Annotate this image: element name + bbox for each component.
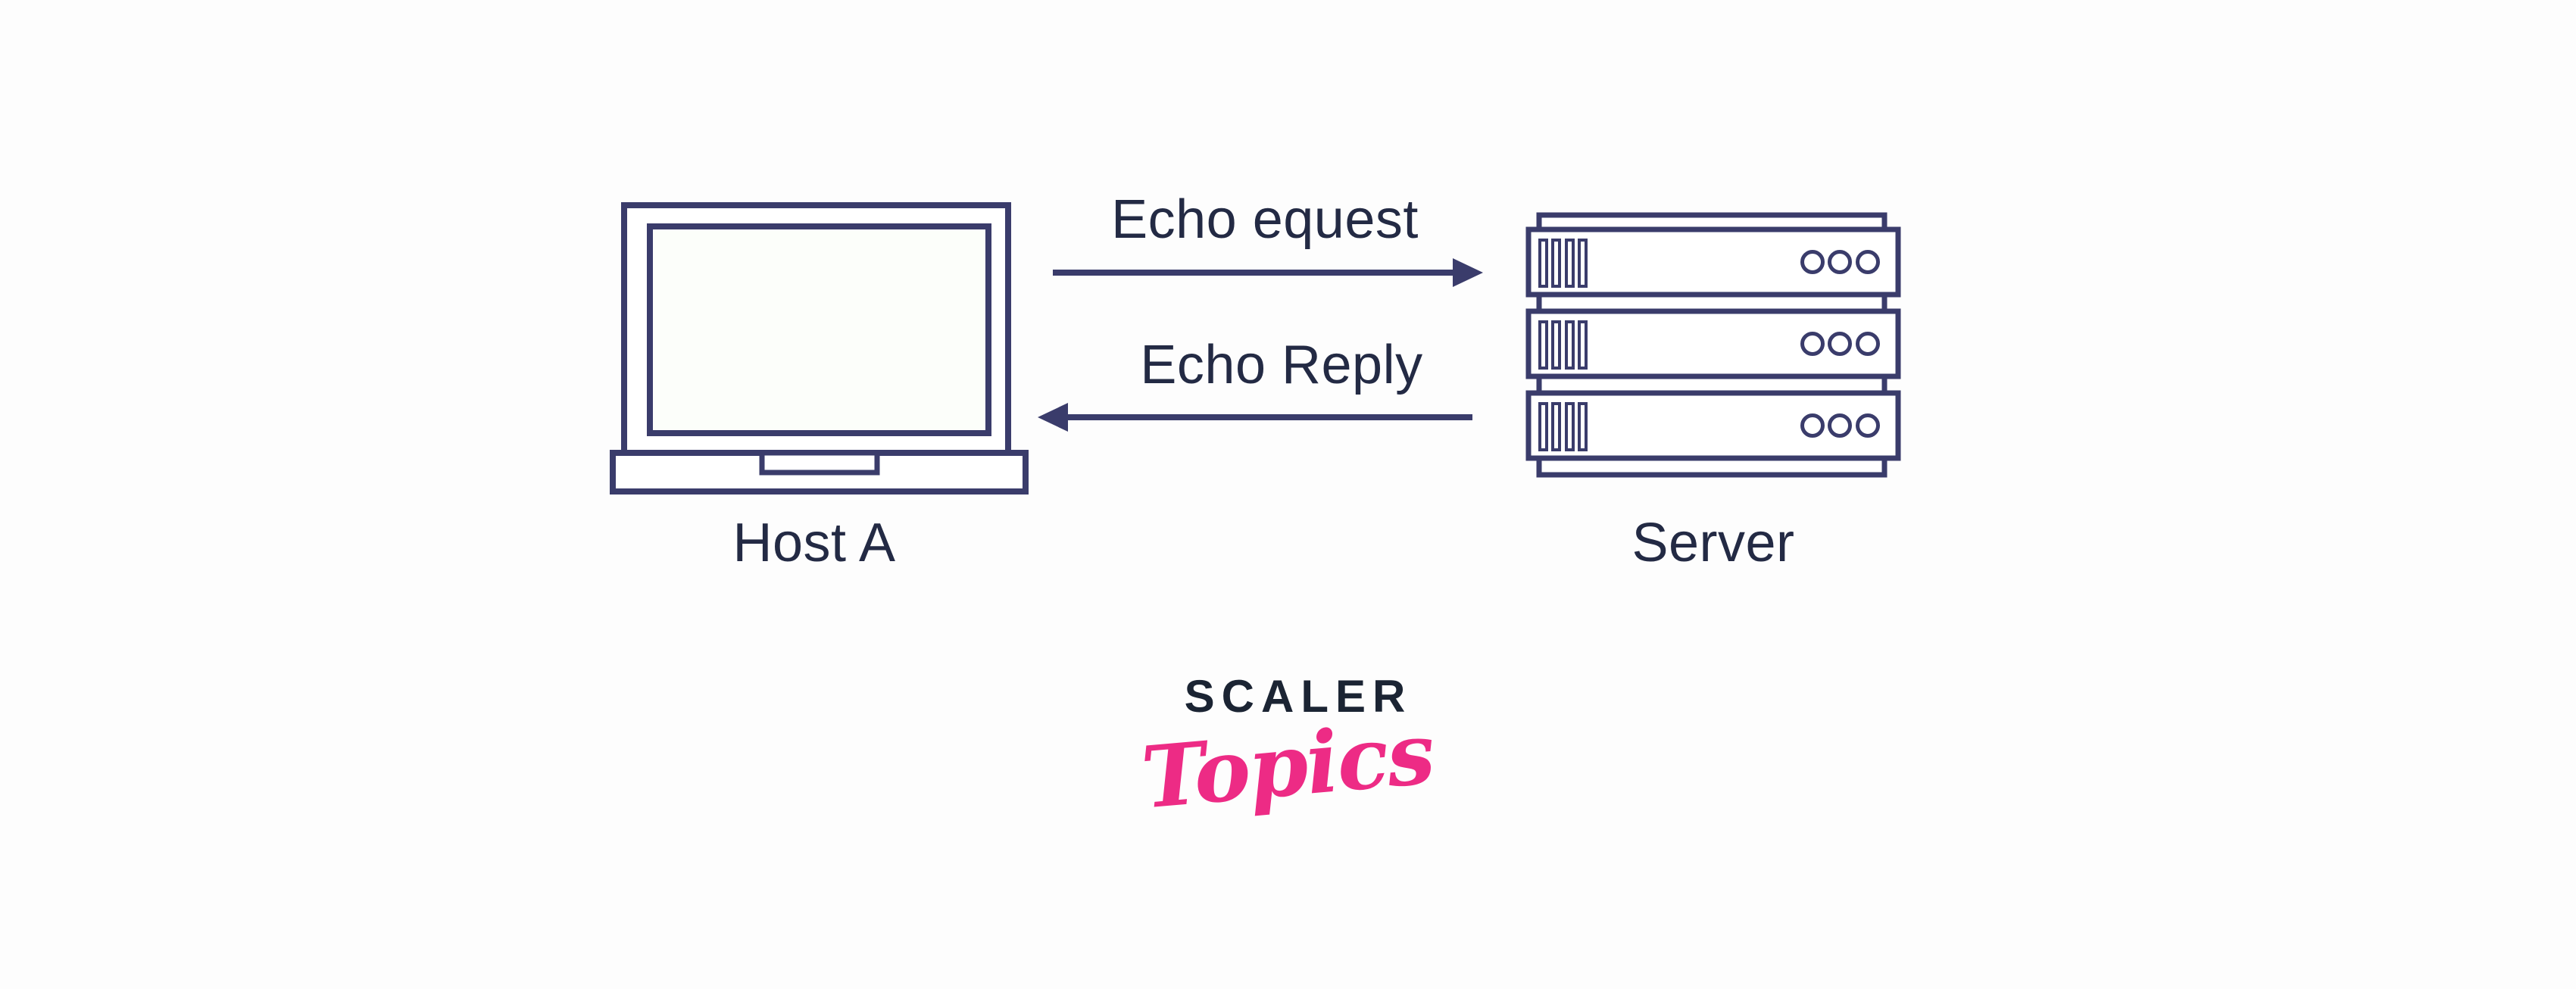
logo-wordmark-topics: Topics	[1138, 704, 1438, 828]
echo-request-label: Echo equest	[1111, 189, 1419, 250]
echo-reply-label: Echo Reply	[1140, 335, 1423, 395]
laptop-screen	[647, 223, 991, 436]
arrow-right-icon	[1053, 258, 1483, 287]
server-unit	[1525, 390, 1901, 461]
laptop-icon	[610, 202, 1029, 494]
host-a-label: Host A	[732, 513, 896, 573]
server-label: Server	[1631, 513, 1795, 573]
server-rack-icon	[1525, 212, 1901, 478]
laptop-hinge-notch	[759, 450, 880, 476]
server-unit	[1525, 226, 1901, 298]
arrow-left-icon	[1038, 403, 1472, 432]
server-unit	[1525, 308, 1901, 379]
logo-wordmark-scaler: SCALER	[1184, 671, 1413, 722]
